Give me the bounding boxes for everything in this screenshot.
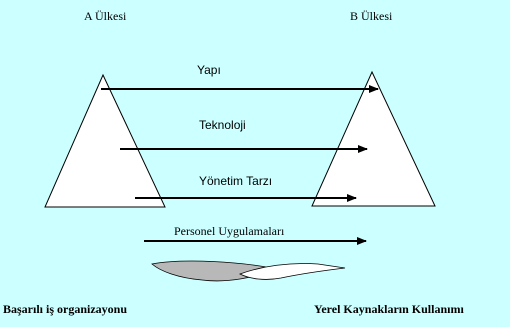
country-a-triangle [44,73,166,208]
flow-label-teknoloji: Teknoloji [199,118,246,132]
country-a-label: A Ülkesi [84,9,127,23]
country-b-triangle [311,70,436,207]
flow-label-personel-uygulamalari: Personel Uygulamaları [174,224,285,238]
flow-label-yonetim-tarzi: Yönetim Tarzı [199,174,273,188]
country-b-label: B Ülkesi [350,9,393,23]
footer-left-caption: Başarılı iş organizayonu [3,302,128,316]
swoosh-shape [151,260,346,282]
footer-right-caption: Yerel Kaynakların Kullanımı [314,302,464,316]
flow-label-yapi: Yapı [197,63,221,77]
